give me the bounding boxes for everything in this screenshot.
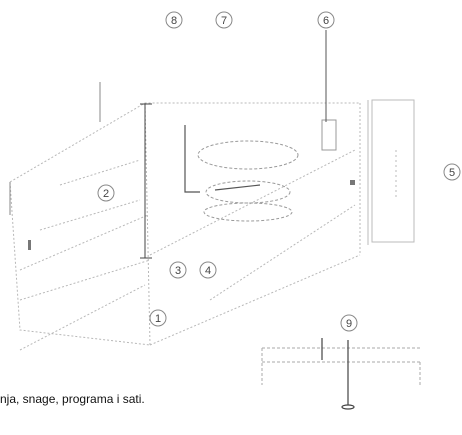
height-dimension bbox=[140, 103, 152, 259]
callout-4: 4 bbox=[199, 261, 217, 279]
callout-9-ring bbox=[340, 314, 358, 332]
callout-2-ring bbox=[97, 184, 115, 202]
callout-8-label: 8 bbox=[171, 15, 177, 27]
callout-7: 7 bbox=[215, 11, 233, 29]
callout-8-ring bbox=[165, 11, 183, 29]
callout-5: 5 bbox=[443, 163, 461, 181]
callout-9: 9 bbox=[340, 314, 358, 332]
callout-9-label: 9 bbox=[346, 318, 352, 330]
callout-4-ring bbox=[199, 261, 217, 279]
turntable-plate bbox=[197, 140, 299, 222]
callouts: 1 2 3 4 5 6 7 8 9 bbox=[97, 11, 461, 332]
callout-5-ring bbox=[443, 163, 461, 181]
control-panel bbox=[367, 99, 415, 245]
callout-8: 8 bbox=[165, 11, 183, 29]
callout-6-ring bbox=[317, 11, 335, 29]
callout-1-ring bbox=[149, 309, 167, 327]
callout-5-label: 5 bbox=[449, 167, 455, 179]
callout-7-label: 7 bbox=[221, 15, 227, 27]
door-edges bbox=[9, 82, 146, 255]
callout-3-label: 3 bbox=[175, 265, 181, 277]
callout-6-label: 6 bbox=[323, 15, 329, 27]
callout-2: 2 bbox=[97, 184, 115, 202]
small-marks bbox=[28, 180, 355, 250]
callout-1-label: 1 bbox=[155, 313, 161, 325]
callout-7-ring bbox=[215, 11, 233, 29]
roller-axle bbox=[321, 338, 355, 410]
callout-1: 1 bbox=[149, 309, 167, 327]
caption-text: nja, snage, programa i sati. bbox=[0, 392, 145, 406]
callout-2-label: 2 bbox=[103, 188, 109, 200]
callout-6: 6 bbox=[317, 11, 335, 29]
callout-3-ring bbox=[169, 261, 187, 279]
callout-4-label: 4 bbox=[205, 265, 211, 277]
roller-ring-assembly bbox=[261, 347, 421, 385]
turntable-support bbox=[184, 125, 261, 193]
callout-3: 3 bbox=[169, 261, 187, 279]
waveguide-cover bbox=[321, 119, 337, 151]
